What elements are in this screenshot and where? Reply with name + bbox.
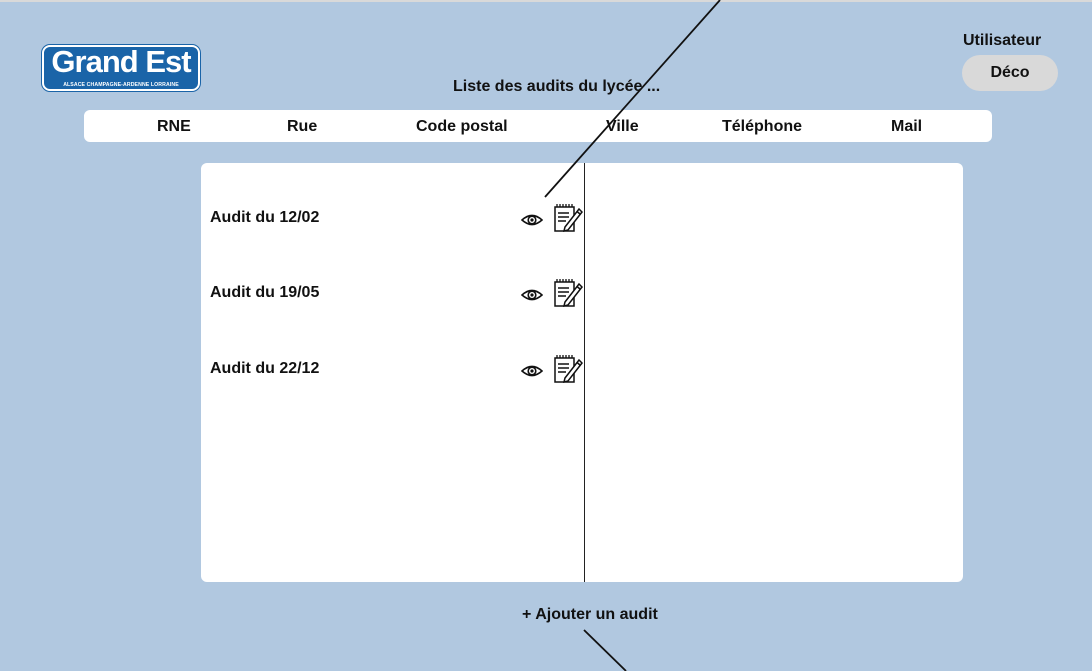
eye-icon[interactable] — [521, 212, 543, 228]
audit-label: Audit du 22/12 — [210, 360, 320, 377]
info-col-mail: Mail — [891, 118, 923, 135]
audit-label: Audit du 12/02 — [210, 209, 320, 226]
audit-label: Audit du 19/05 — [210, 284, 320, 301]
info-col-code-postal: Code postal — [416, 118, 508, 135]
edit-notepad-icon[interactable] — [553, 278, 583, 308]
page-title: Liste des audits du lycée ... — [453, 78, 661, 95]
eye-icon[interactable] — [521, 363, 543, 379]
grand-est-logo: Grand Est ALSACE CHAMPAGNE-ARDENNE LORRA… — [42, 45, 200, 91]
audit-row: Audit du 12/02 — [201, 203, 584, 235]
logout-button[interactable]: Déco — [962, 55, 1058, 91]
info-col-rue: Rue — [287, 118, 318, 135]
edit-notepad-icon[interactable] — [553, 203, 583, 233]
audit-row: Audit du 22/12 — [201, 354, 584, 386]
logo-wordmark: Grand Est — [51, 45, 191, 79]
audit-list-panel: Audit du 12/02 Audit du 19/05 — [201, 163, 963, 582]
info-col-rne: RNE — [157, 118, 191, 135]
panel-divider — [584, 163, 585, 582]
top-border — [0, 0, 1092, 2]
info-col-ville: Ville — [606, 118, 639, 135]
logo-tagline: ALSACE CHAMPAGNE-ARDENNE LORRAINE — [63, 82, 179, 88]
annotation-line-bottom — [583, 629, 627, 671]
eye-icon[interactable] — [521, 287, 543, 303]
audit-row: Audit du 19/05 — [201, 278, 584, 310]
user-label: Utilisateur — [963, 32, 1042, 49]
edit-notepad-icon[interactable] — [553, 354, 583, 384]
school-info-bar: RNE Rue Code postal Ville Téléphone Mail — [84, 110, 992, 142]
add-audit-button[interactable]: + Ajouter un audit — [522, 606, 658, 623]
info-col-telephone: Téléphone — [722, 118, 803, 135]
